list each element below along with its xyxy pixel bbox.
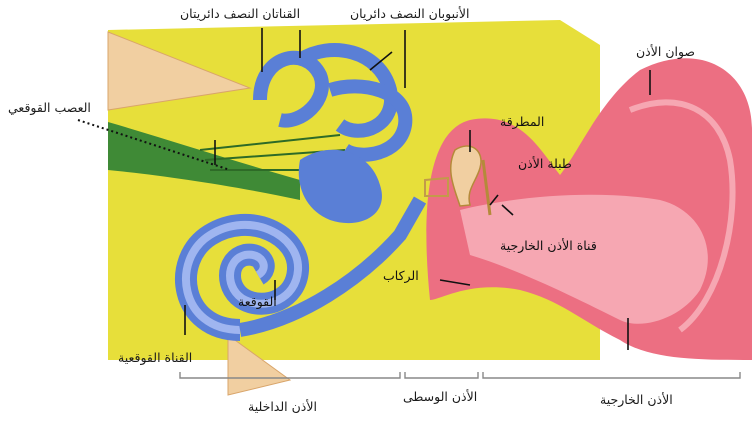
label-cochlear-duct: القناة القوقعية bbox=[118, 352, 192, 365]
label-pinna: صوان الأذن bbox=[636, 46, 695, 59]
label-eardrum: طبلة الأذن bbox=[518, 158, 572, 171]
label-semicircular-canals: القناتان النصف دائريتان bbox=[180, 8, 300, 21]
label-cochlea: القوقعة bbox=[238, 296, 277, 309]
label-ear-canal: قناة الأذن الخارجية bbox=[500, 240, 597, 253]
label-outer-ear: الأذن الخارجية bbox=[600, 394, 673, 407]
label-stapes: الركاب bbox=[383, 270, 419, 283]
label-inner-ear: الأذن الداخلية bbox=[248, 401, 317, 414]
label-auditory-nerve: العصب القوقعي bbox=[8, 102, 91, 115]
label-malleus: المطرقة bbox=[500, 116, 544, 129]
label-semicircular-tubes: الأنبوبان النصف دائريان bbox=[350, 8, 469, 21]
label-middle-ear: الأذن الوسطى bbox=[403, 391, 477, 404]
